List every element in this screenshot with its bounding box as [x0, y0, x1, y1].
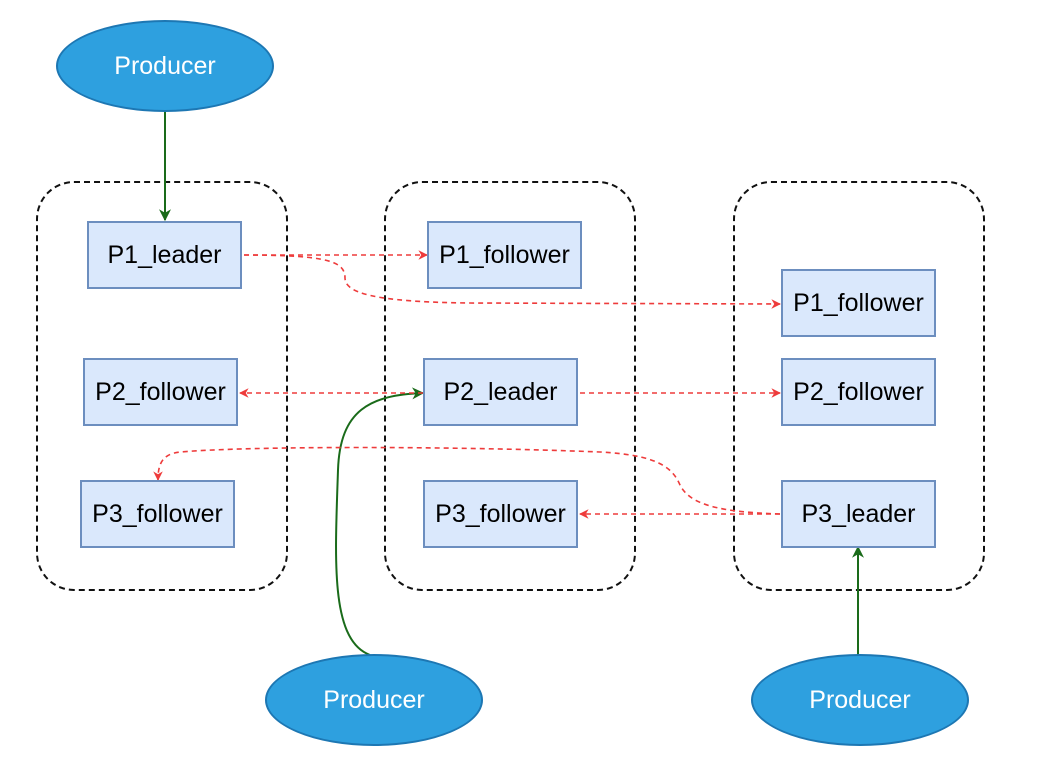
- replication-p3-to-broker1: [153, 446, 781, 515]
- write-arrow-producer2-p2-leader: [335, 387, 425, 656]
- broker-1-partition-p1: P1_leader: [87, 221, 242, 289]
- broker-3-partition-p1: P1_follower: [781, 269, 936, 337]
- broker-2-partition-p3: P3_follower: [423, 480, 578, 548]
- broker-1-partition-p3: P3_follower: [80, 480, 235, 548]
- replication-p1-to-broker3: [243, 254, 781, 309]
- broker-2-partition-p2: P2_leader: [423, 358, 578, 426]
- producer-1: Producer: [56, 20, 274, 112]
- broker-1-partition-p2: P2_follower: [83, 358, 238, 426]
- broker-3-partition-p2: P2_follower: [781, 358, 936, 426]
- producer-3: Producer: [751, 654, 969, 746]
- producer-2: Producer: [265, 654, 483, 746]
- broker-2-group: [384, 181, 636, 591]
- broker-1-group: [36, 181, 288, 591]
- broker-2-partition-p1: P1_follower: [427, 221, 582, 289]
- broker-3-partition-p3: P3_leader: [781, 480, 936, 548]
